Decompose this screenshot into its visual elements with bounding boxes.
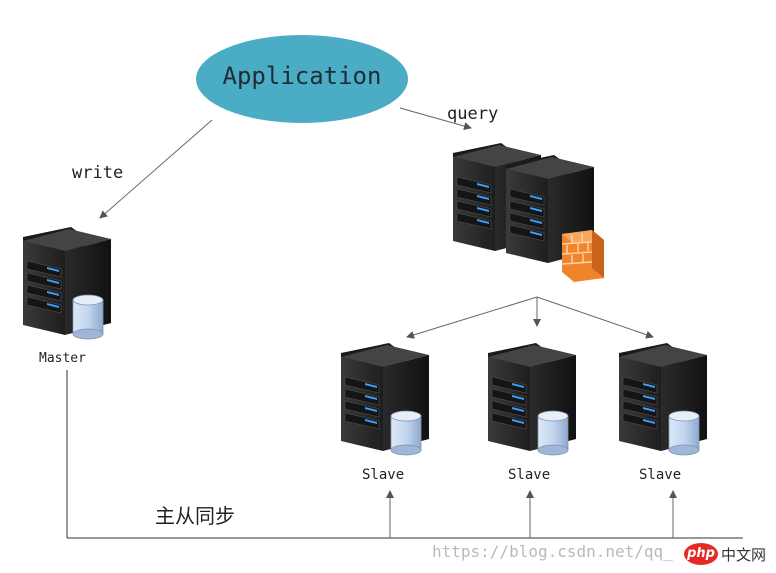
write-label: write (72, 163, 124, 183)
slave-label-2: Slave (508, 467, 551, 483)
watermark-url: https://blog.csdn.net/qq_ (432, 542, 673, 561)
master-database-icon (72, 294, 104, 340)
firewall-icon (561, 230, 604, 282)
write-arrow (99, 119, 213, 219)
slave-3-database-icon (668, 410, 700, 456)
master-label: Master (39, 351, 86, 366)
slave-label-3: Slave (639, 467, 682, 483)
slave-label-1: Slave (362, 467, 405, 483)
query-arrow (399, 107, 472, 130)
logo-php-badge: php (684, 543, 718, 565)
slave-1-database-icon (390, 410, 422, 456)
sync-label: 主从同步 (155, 504, 235, 528)
query-label: query (447, 104, 499, 124)
slave-2-database-icon (537, 410, 569, 456)
proxy-to-slave-3-arrow (536, 296, 654, 339)
application-label: Application (222, 62, 382, 90)
application-node (196, 35, 408, 123)
proxy-to-slave-1-arrow (406, 296, 538, 339)
logo-cn-text: 中文网 (721, 545, 767, 564)
php-cn-logo: php 中文网 (684, 541, 766, 567)
